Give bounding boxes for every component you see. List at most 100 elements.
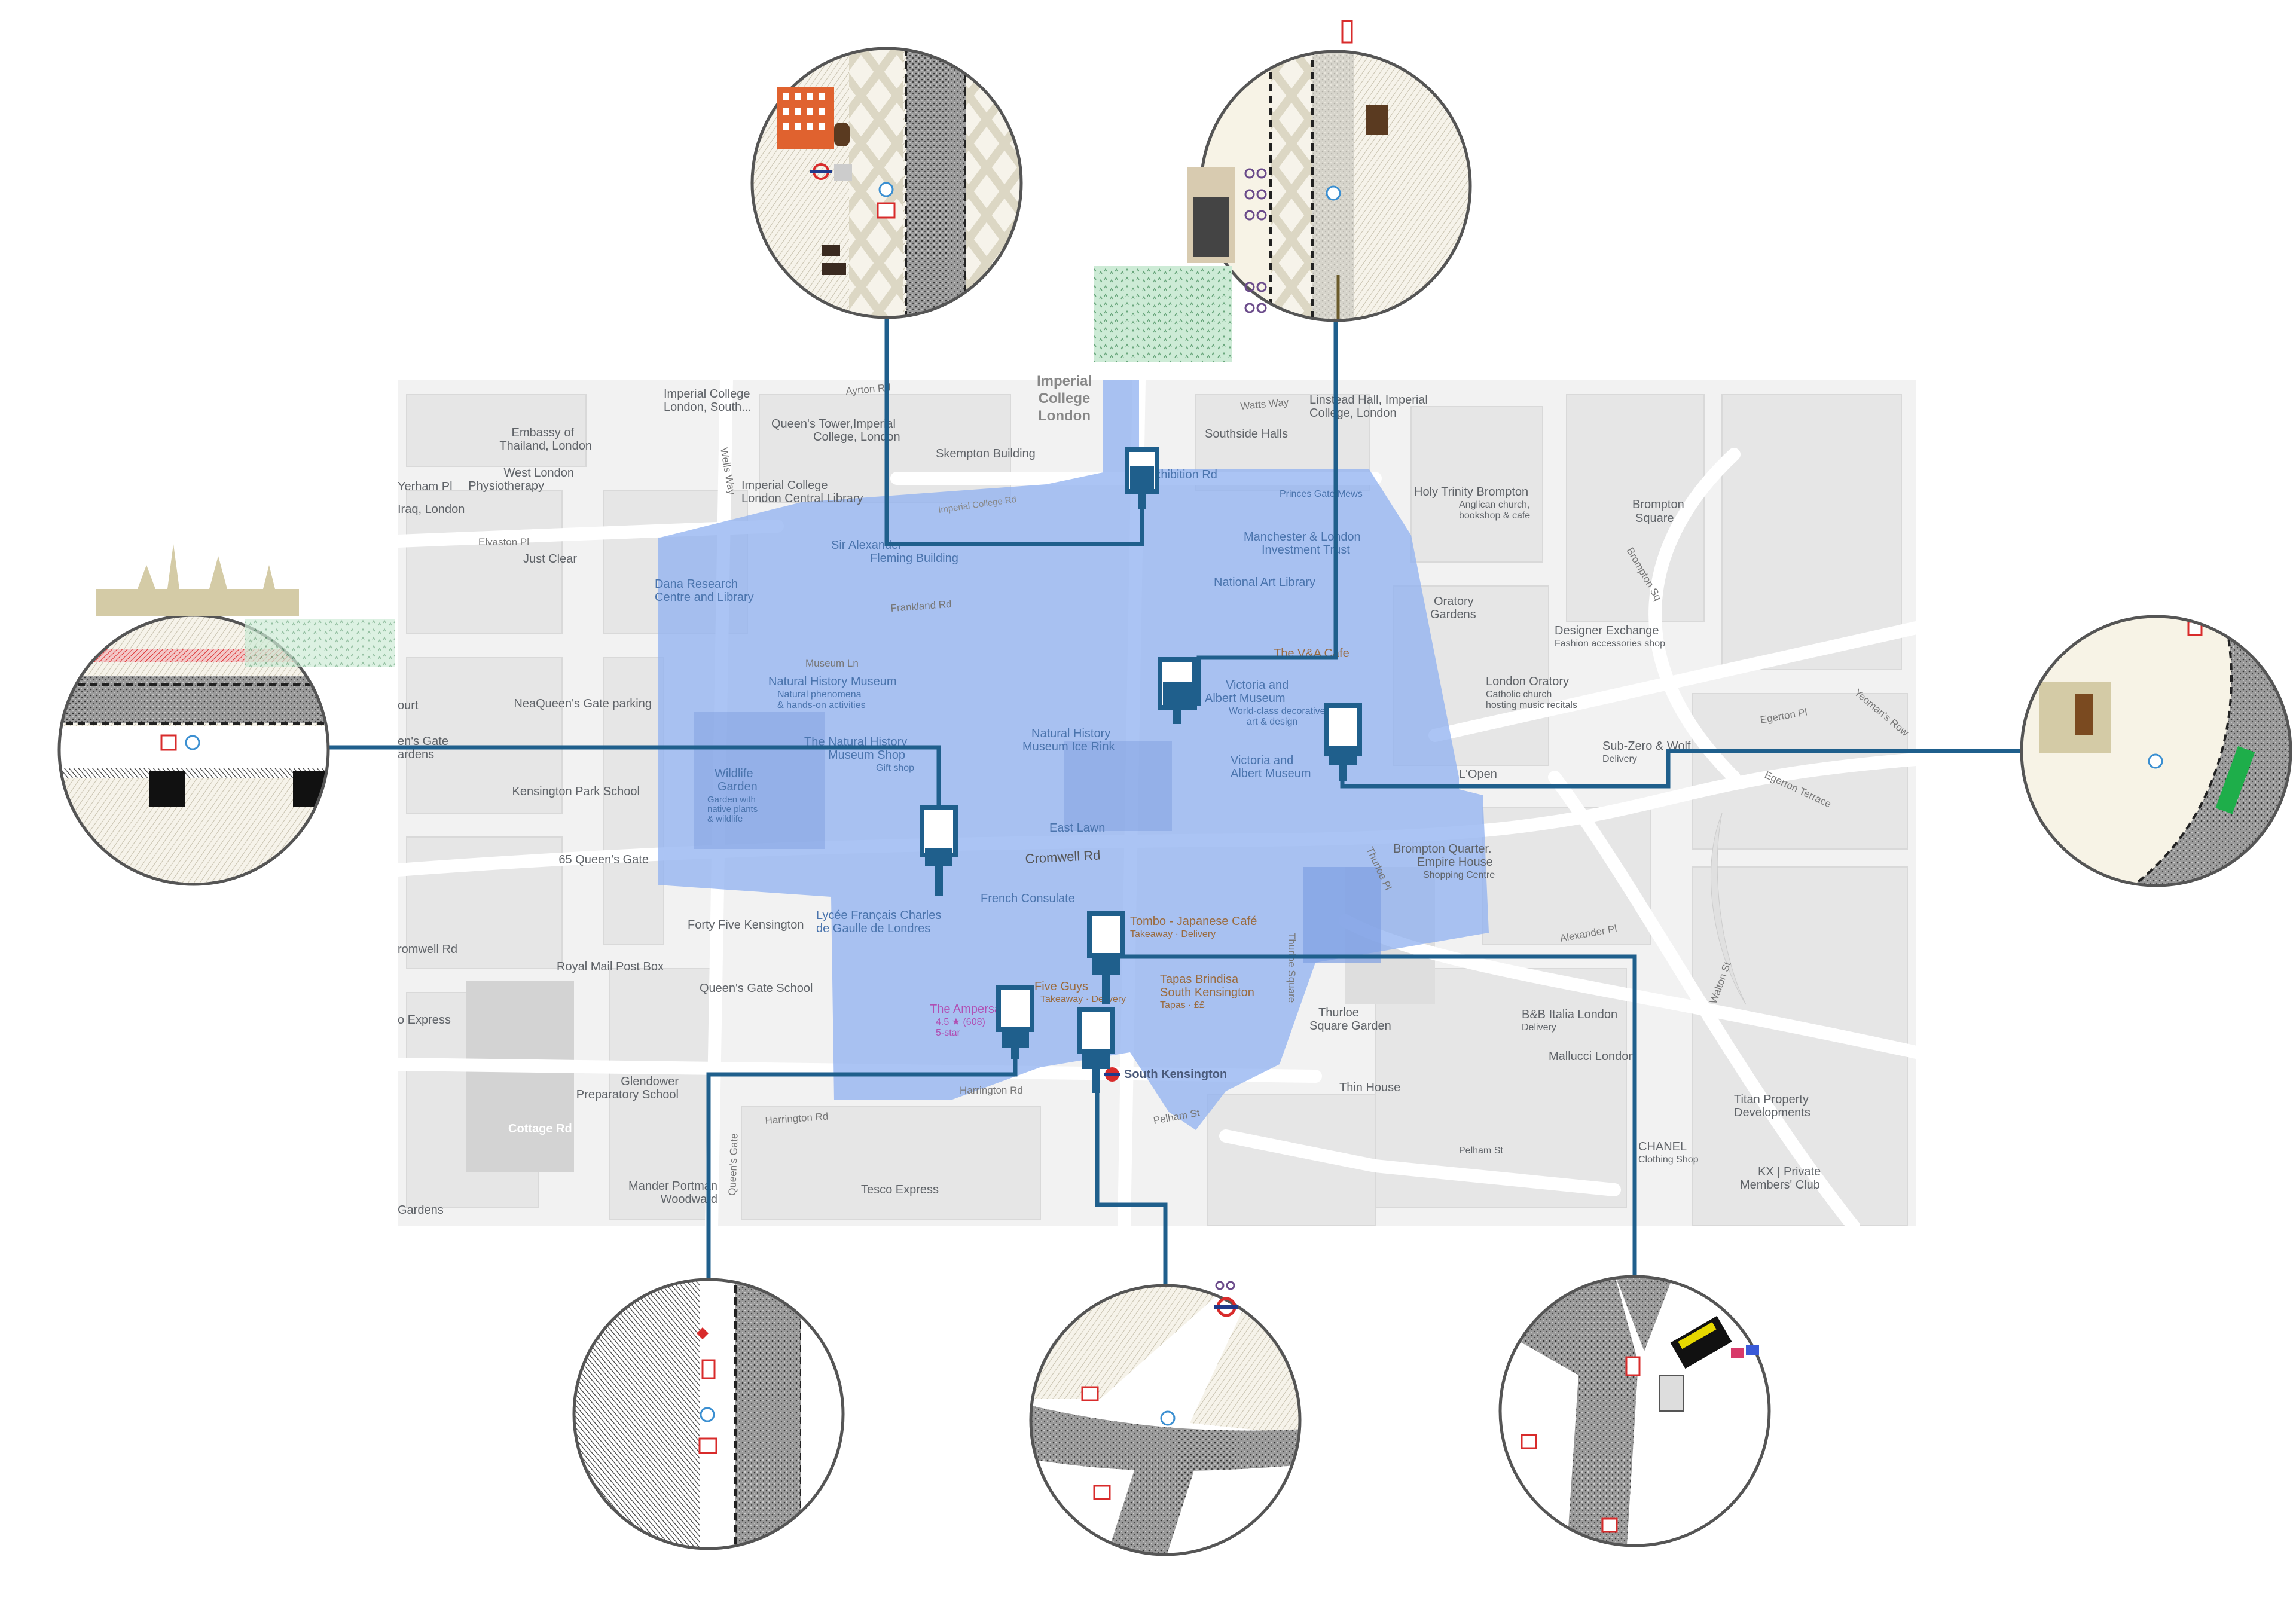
poi-label-blue[interactable]: Lycée Français Charles [816,909,941,922]
poi-label-blue[interactable]: Garden [718,780,758,793]
poi-label[interactable]: Physiotherapy [468,480,544,493]
poi-label[interactable]: Glendower [621,1075,679,1088]
poi-label[interactable]: Designer Exchange [1555,624,1659,637]
poi-label[interactable]: Square Garden [1309,1019,1391,1033]
sign-marker[interactable] [920,805,958,896]
poi-label[interactable]: Mander Portman [628,1180,718,1193]
detail-view-thurloe-place[interactable] [1495,1274,1776,1555]
poi-label-food[interactable]: Takeaway · Delivery [1130,929,1216,939]
detail-view-cromwell-road-west[interactable] [54,544,395,891]
poi-label-blue[interactable]: native plants [707,804,758,814]
poi-label[interactable]: Members' Club [1740,1178,1820,1192]
poi-label[interactable]: L'Open [1459,768,1497,781]
poi-label[interactable]: Just Clear [523,552,577,566]
poi-label[interactable]: Brompton Quarter. [1393,842,1492,856]
sign-marker[interactable] [996,985,1034,1059]
poi-label[interactable]: College, London [813,430,900,444]
poi-label-blue[interactable]: Natural History [1031,727,1110,740]
sign-marker[interactable] [1324,703,1362,781]
poi-label-food[interactable]: Tapas Brindisa [1160,973,1239,986]
poi-label[interactable]: Southside Halls [1205,428,1288,441]
poi-label-blue[interactable]: East Lawn [1049,822,1105,835]
poi-label[interactable]: B&B Italia London [1522,1008,1617,1021]
poi-label-blue[interactable]: & wildlife [707,814,743,824]
sign-marker[interactable] [1125,447,1159,509]
poi-label[interactable]: Titan Property [1734,1093,1809,1106]
poi-label-blue[interactable]: Gift shop [876,763,914,773]
poi-label[interactable]: KX | Private [1758,1165,1821,1178]
detail-view-queens-gate[interactable] [568,1274,855,1555]
detail-view-imperial-college-road[interactable] [747,47,1031,323]
poi-label[interactable]: Catholic church [1486,689,1552,700]
poi-label[interactable]: London Oratory [1486,675,1569,688]
poi-label-blue[interactable]: Fleming Building [870,552,958,565]
sign-marker[interactable] [1077,1007,1115,1093]
poi-label-blue[interactable]: Museum Ice Rink [1022,740,1115,753]
poi-label[interactable]: West London [504,466,575,480]
poi-label[interactable]: Holy Trinity Brompton [1414,485,1528,499]
poi-label[interactable]: Woodward [661,1193,718,1206]
sign-marker[interactable] [1087,911,1125,1004]
poi-label-blue[interactable]: National Art Library [1214,576,1315,589]
poi-label-hotel[interactable]: 4.5 ★ (608) [936,1017,985,1027]
poi-label[interactable]: Thin House [1339,1081,1400,1094]
poi-label[interactable]: London, South... [664,401,752,414]
poi-label-blue[interactable]: Sir Alexander [831,539,902,552]
poi-label[interactable]: Square [1635,512,1674,525]
poi-label[interactable]: Imperial College [741,479,828,492]
poi-label-blue[interactable]: Garden with [707,795,756,805]
poi-label-blue[interactable]: Dana Research [655,578,738,591]
poi-label-blue[interactable]: art & design [1247,717,1297,727]
detail-view-brompton-road[interactable] [2020,615,2296,897]
poi-label[interactable]: Brompton [1632,498,1684,511]
poi-label[interactable]: Embassy of [512,426,575,439]
poi-label[interactable]: Empire House [1417,856,1493,869]
poi-label-blue[interactable]: Centre and Library [655,591,754,604]
poi-label[interactable]: Oratory [1434,595,1474,608]
poi-label[interactable]: Kensington Park School [512,785,640,798]
poi-label-blue[interactable]: & hands-on activities [777,700,866,710]
poi-label[interactable]: Thailand, London [499,439,592,453]
poi-label-blue[interactable]: French Consulate [981,892,1075,905]
poi-label[interactable]: Linstead Hall, Imperial [1309,393,1428,407]
poi-label[interactable]: College, London [1309,407,1397,420]
poi-label[interactable]: Clothing Shop [1638,1155,1699,1165]
poi-label-hotel[interactable]: 5-star [936,1028,961,1038]
poi-label-blue[interactable]: Manchester & London [1244,530,1361,543]
poi-label-blue[interactable]: de Gaulle de Londres [816,922,930,935]
poi-label[interactable]: Mallucci London [1549,1050,1635,1063]
poi-label-blue[interactable]: Natural History Museum [768,675,897,688]
poi-label[interactable]: bookshop & cafe [1459,511,1530,521]
poi-label[interactable]: Preparatory School [576,1088,679,1101]
poi-label[interactable]: NeaQueen's Gate parking [514,697,652,710]
poi-label[interactable]: Delivery [1522,1022,1556,1033]
poi-label-food[interactable]: Takeaway · Delivery [1040,994,1126,1004]
poi-label[interactable]: Forty Five Kensington [688,918,804,932]
poi-label-blue[interactable]: Albert Museum [1205,692,1286,705]
poi-label-blue[interactable]: Wildlife [715,767,753,780]
poi-label-hotel[interactable]: The Ampersand [930,1003,1014,1016]
poi-label-blue[interactable]: Museum Shop [828,749,905,762]
poi-label[interactable]: Pelham St [1459,1146,1503,1156]
poi-label-food[interactable]: Tombo - Japanese Café [1130,915,1257,928]
poi-label-blue[interactable]: Exhibition Rd [1147,468,1217,481]
detail-view-exhibition-road[interactable] [1094,20,1480,362]
sign-markers[interactable] [920,447,1362,1093]
poi-label[interactable]: Delivery [1602,754,1637,764]
poi-label[interactable]: Royal Mail Post Box [557,960,664,973]
poi-label-blue[interactable]: Princes Gate Mews [1280,489,1363,499]
poi-label-food[interactable]: South Kensington [1160,986,1254,999]
detail-view-station-junction[interactable] [1028,1281,1303,1558]
poi-label-blue[interactable]: Albert Museum [1231,767,1311,780]
poi-label-blue[interactable]: World-class decorative [1229,706,1326,716]
poi-label-blue[interactable]: Victoria and [1226,679,1289,692]
poi-label-blue[interactable]: Investment Trust [1262,543,1350,557]
poi-label[interactable]: Queen's Tower,Imperial [771,417,896,430]
poi-label[interactable]: Developments [1734,1106,1810,1119]
poi-label[interactable]: Thurloe [1318,1006,1359,1019]
poi-label[interactable]: London Central Library [741,492,863,505]
sign-marker[interactable] [1158,657,1197,724]
poi-label[interactable]: Tesco Express [861,1183,939,1196]
poi-label[interactable]: Anglican church, [1459,500,1529,510]
poi-label[interactable]: Gardens [1430,608,1476,621]
